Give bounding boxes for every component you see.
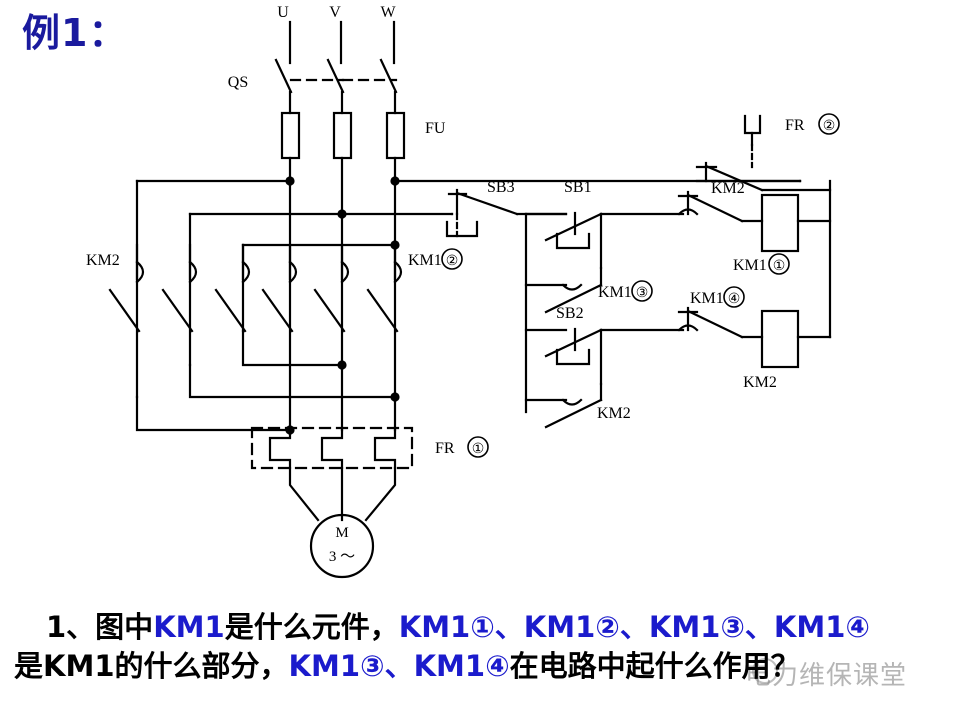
label-km2-main: KM2 bbox=[86, 252, 120, 269]
question-l2-plain-b: 在电路中起什么作用？ bbox=[509, 648, 800, 683]
fr1-thermal-relay-box bbox=[250, 426, 414, 470]
label-km1-3: KM1 bbox=[598, 284, 632, 301]
label-sb3: SB3 bbox=[487, 179, 515, 196]
circled-number-km1-1: ① bbox=[768, 253, 790, 275]
circled-number-fr-1: ① bbox=[467, 436, 489, 458]
motor-lead-u bbox=[288, 466, 320, 522]
circled-number-km1-2: ② bbox=[441, 248, 463, 270]
fu-fuse-w bbox=[385, 111, 406, 160]
fu-fuse-v bbox=[332, 111, 353, 160]
question-l2-blue-a: KM1③、KM1④ bbox=[288, 648, 510, 683]
km2-coil bbox=[760, 309, 832, 369]
circled-number-km1-4-text: ④ bbox=[728, 292, 741, 307]
label-phase-w: W bbox=[380, 4, 396, 21]
qs-disconnector bbox=[274, 58, 398, 115]
km1-main-contact-2 bbox=[313, 243, 350, 333]
question-line-1: 1、图中KM1是什么元件，KM1①、KM1②、KM1③、KM1④ bbox=[14, 608, 954, 647]
label-fr-main: FR bbox=[435, 440, 455, 457]
feeder-v-to-km2 bbox=[188, 212, 344, 367]
junction-dots bbox=[285, 176, 400, 435]
km2-holding-contact bbox=[524, 382, 603, 429]
km1-1-coil bbox=[760, 193, 832, 253]
label-km2-coil: KM2 bbox=[743, 374, 777, 391]
question-l2-plain-a: 是KM1的什么部分， bbox=[14, 648, 289, 683]
circled-number-km1-1-text: ① bbox=[773, 259, 786, 274]
fr1-heater-v bbox=[320, 426, 344, 470]
fu-fuse-u bbox=[280, 111, 301, 160]
circled-number-fr-2: ② bbox=[818, 113, 840, 135]
label-fu: FU bbox=[425, 120, 446, 137]
feeder-w-to-km2 bbox=[241, 243, 397, 333]
circled-number-fr-1-text: ① bbox=[472, 442, 485, 457]
label-fr2: FR bbox=[785, 117, 805, 134]
circled-number-km1-3-text: ③ bbox=[636, 286, 649, 301]
motor-lead-w bbox=[364, 466, 397, 522]
label-sb1: SB1 bbox=[564, 179, 592, 196]
label-sb2: SB2 bbox=[556, 305, 584, 322]
watermark-badge-icon bbox=[752, 658, 778, 684]
km1-main-contact-1 bbox=[261, 243, 298, 333]
fr1-heater-w bbox=[373, 426, 397, 470]
fr1-heater-u bbox=[268, 426, 292, 470]
label-km1-4: KM1 bbox=[690, 290, 724, 307]
km2-main-contact-2 bbox=[161, 243, 198, 333]
feeder-u-to-km2 bbox=[135, 179, 292, 399]
km2-interlock-contact bbox=[599, 190, 764, 223]
circled-number-fr-2-text: ② bbox=[823, 119, 836, 134]
question-l1-plain-a: 1、图中 bbox=[46, 610, 154, 644]
reversal-link-v bbox=[188, 363, 397, 399]
reversal-link-u bbox=[135, 395, 292, 432]
page-title-text: 例1： bbox=[22, 11, 128, 55]
motor-symbol bbox=[309, 513, 375, 579]
circled-number-km1-4: ④ bbox=[723, 286, 745, 308]
question-l1-plain-b: 是什么元件， bbox=[224, 610, 399, 644]
reversal-link-w bbox=[241, 329, 344, 367]
circled-number-km1-2-text: ② bbox=[446, 254, 459, 269]
label-km2-interlock: KM2 bbox=[711, 180, 745, 197]
label-km1-main: KM1 bbox=[408, 252, 442, 269]
sb1-start-button-forward bbox=[524, 211, 603, 270]
km1-3-holding-contact bbox=[524, 266, 603, 314]
circled-number-km1-3: ③ bbox=[631, 280, 653, 302]
label-motor-phase: 3 ～ bbox=[329, 549, 355, 565]
label-km2-hold: KM2 bbox=[597, 405, 631, 422]
km1-4-interlock-contact bbox=[599, 306, 764, 339]
label-qs: QS bbox=[228, 74, 248, 91]
page-title: 例1： bbox=[22, 14, 127, 52]
sb2-start-button-reverse bbox=[524, 327, 603, 386]
label-km1-coil: KM1 bbox=[733, 257, 767, 274]
question-l1-blue-b: KM1①、KM1②、KM1③、KM1④ bbox=[398, 610, 870, 644]
fr2-thermal-contact bbox=[695, 114, 832, 192]
km2-main-contact-1 bbox=[108, 243, 145, 333]
km2-main-contact-3 bbox=[214, 243, 251, 333]
question-l1-blue-a: KM1 bbox=[153, 610, 225, 644]
label-motor-m: M bbox=[335, 525, 348, 541]
km1-main-contact-3 bbox=[366, 243, 403, 333]
question-line-2: 是KM1的什么部分，KM1③、KM1④在电路中起什么作用？ bbox=[14, 647, 954, 686]
label-phase-u: U bbox=[277, 4, 289, 21]
question-text: 1、图中KM1是什么元件，KM1①、KM1②、KM1③、KM1④ 是KM1的什么… bbox=[14, 608, 954, 685]
label-phase-v: V bbox=[329, 4, 341, 21]
